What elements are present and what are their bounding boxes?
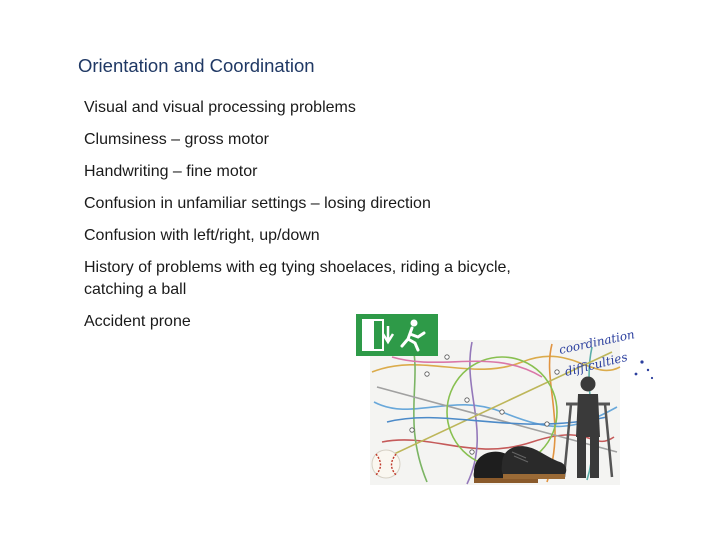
- bullet-item: Clumsiness – gross motor: [84, 131, 269, 148]
- bullet-item: History of problems with eg tying shoela…: [84, 259, 511, 298]
- bullet-item: Handwriting – fine motor: [84, 163, 258, 180]
- slide-title: Orientation and Coordination: [78, 55, 315, 76]
- bullet-item: Accident prone: [84, 313, 191, 330]
- bullet-list: Visual and visual processing problems Cl…: [84, 97, 524, 343]
- coordination-illustration: coordination difficulties: [356, 314, 654, 485]
- bullet-item: Confusion with left/right, up/down: [84, 227, 320, 244]
- baseball-icon: [371, 449, 401, 479]
- bullet-item: Confusion in unfamiliar settings – losin…: [84, 195, 431, 212]
- emergency-exit-sign-icon: [356, 314, 438, 356]
- bullet-item: Visual and visual processing problems: [84, 99, 356, 116]
- shoes-icon: [473, 446, 567, 483]
- person-with-crutches-icon: [562, 376, 614, 478]
